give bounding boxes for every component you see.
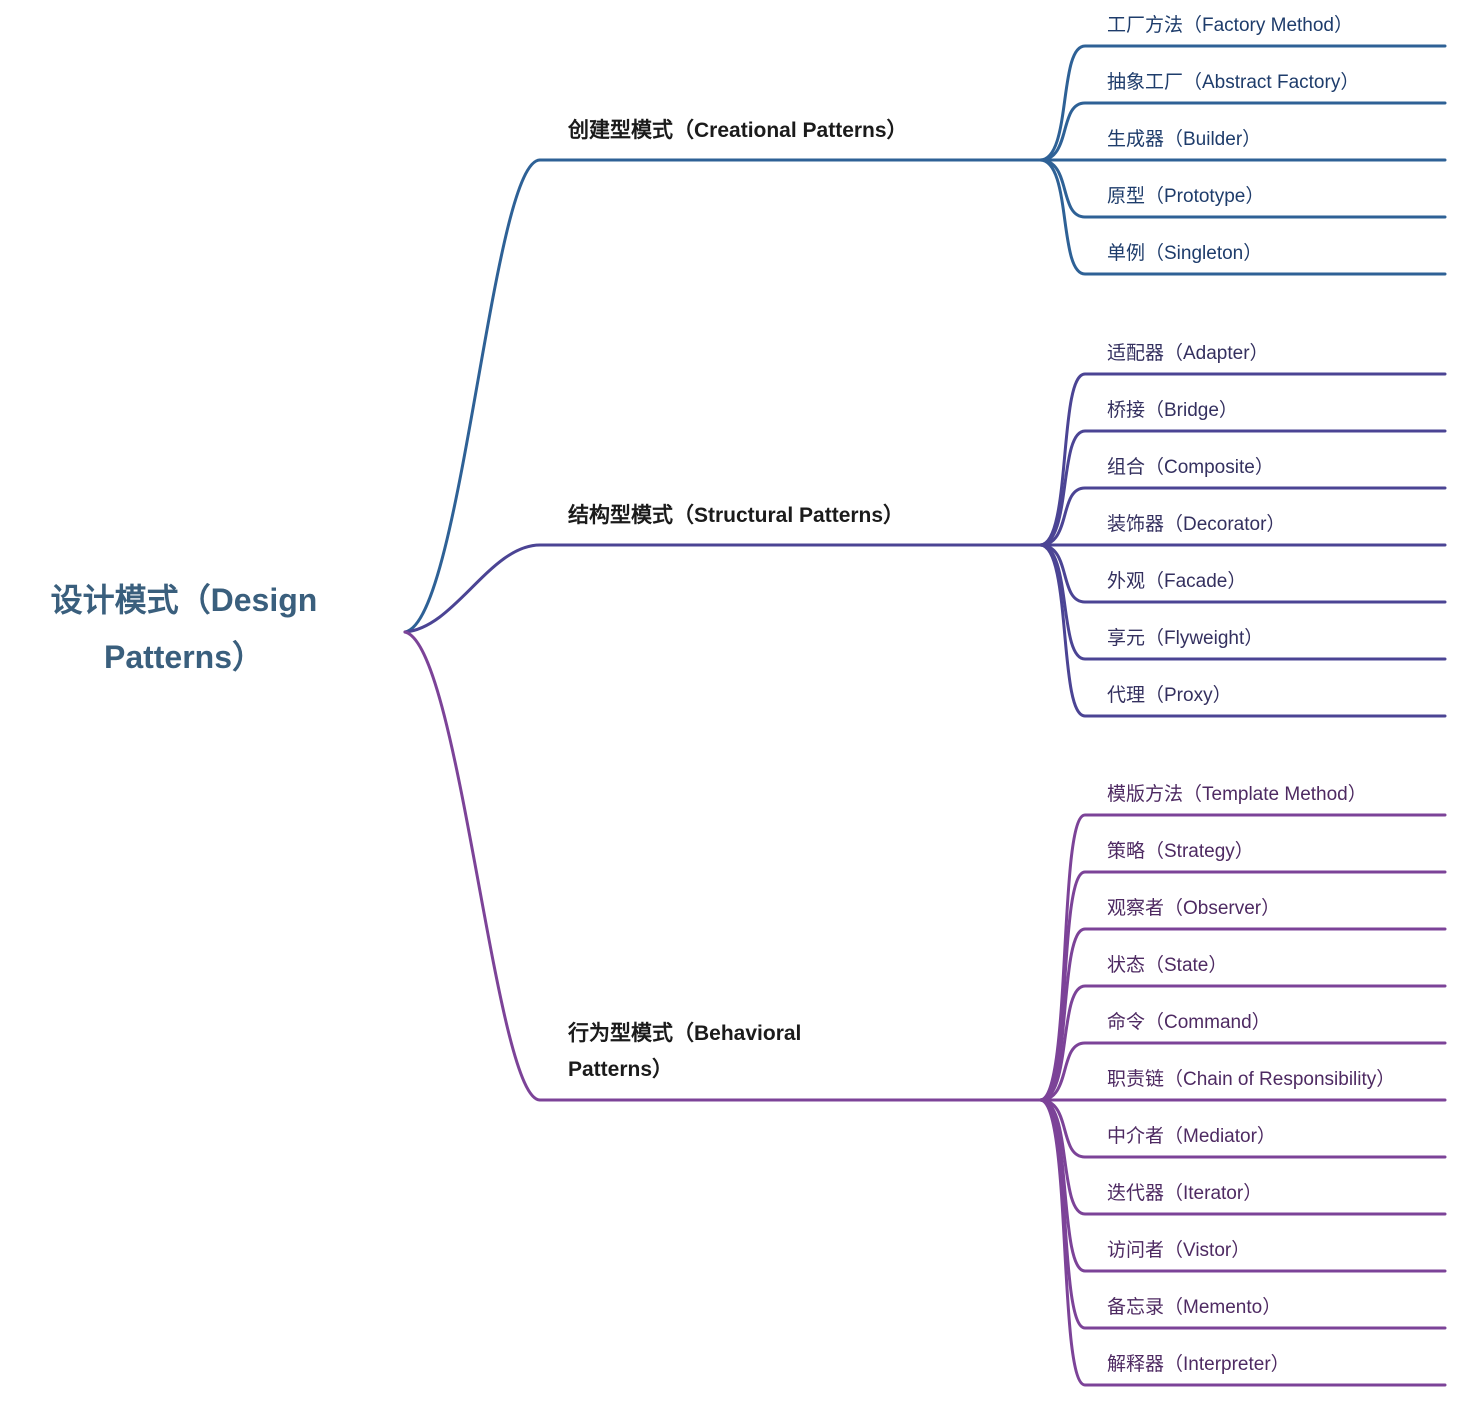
link-leaf (1038, 927, 1447, 1102)
node-interpreter[interactable]: 解释器（Interpreter） (1107, 1354, 1290, 1375)
node-composite[interactable]: 组合（Composite） (1107, 457, 1274, 478)
link-root-behavioral (403, 630, 542, 1102)
node-mediator[interactable]: 中介者（Mediator） (1107, 1126, 1276, 1147)
node-prototype[interactable]: 原型（Prototype） (1107, 186, 1265, 207)
node-flyweight[interactable]: 享元（Flyweight） (1107, 628, 1264, 649)
link-leaf (1038, 1041, 1447, 1102)
link-root-structural (403, 543, 542, 634)
link-leaf (1038, 984, 1447, 1102)
branch-node-behavioral[interactable]: 行为型模式（Behavioral Patterns） (568, 1022, 802, 1081)
links-creational (403, 44, 1447, 634)
branch-node-structural[interactable]: 结构型模式（Structural Patterns） (568, 504, 905, 527)
node-builder[interactable]: 生成器（Builder） (1107, 129, 1262, 150)
links-behavioral (403, 630, 1447, 1387)
link-leaf (1038, 44, 1447, 162)
node-chain-of-responsibility[interactable]: 职责链（Chain of Responsibility） (1107, 1069, 1396, 1090)
node-singleton[interactable]: 单例（Singleton） (1107, 243, 1263, 264)
node-strategy[interactable]: 策略（Strategy） (1107, 841, 1254, 862)
node-facade[interactable]: 外观（Facade） (1107, 571, 1247, 592)
link-leaf (1038, 1098, 1447, 1387)
node-proxy[interactable]: 代理（Proxy） (1107, 685, 1232, 706)
link-leaf (1038, 158, 1447, 276)
node-template-method[interactable]: 模版方法（Template Method） (1107, 784, 1367, 805)
link-leaf (1038, 101, 1447, 162)
link-leaf (1038, 486, 1447, 547)
node-iterator[interactable]: 迭代器（Iterator） (1107, 1183, 1263, 1204)
node-abstract-factory[interactable]: 抽象工厂（Abstract Factory） (1107, 72, 1360, 93)
node-decorator[interactable]: 装饰器（Decorator） (1107, 514, 1286, 535)
root-node[interactable]: 设计模式（Design Patterns） (50, 582, 318, 675)
node-bridge[interactable]: 桥接（Bridge） (1107, 400, 1238, 421)
node-adapter[interactable]: 适配器（Adapter） (1107, 343, 1269, 364)
node-factory-method[interactable]: 工厂方法（Factory Method） (1107, 15, 1353, 36)
node-memento[interactable]: 备忘录（Memento） (1107, 1297, 1282, 1318)
node-command[interactable]: 命令（Command） (1107, 1012, 1271, 1033)
link-leaf (1038, 543, 1447, 718)
link-root-creational (403, 158, 542, 634)
node-state[interactable]: 状态（State） (1107, 955, 1228, 976)
node-observer[interactable]: 观察者（Observer） (1107, 898, 1281, 919)
link-leaf (1038, 429, 1447, 547)
links-structural (403, 372, 1447, 718)
branch-node-creational[interactable]: 创建型模式（Creational Patterns） (568, 119, 908, 142)
link-leaf (1038, 372, 1447, 547)
node-visitor[interactable]: 访问者（Vistor） (1107, 1240, 1251, 1261)
